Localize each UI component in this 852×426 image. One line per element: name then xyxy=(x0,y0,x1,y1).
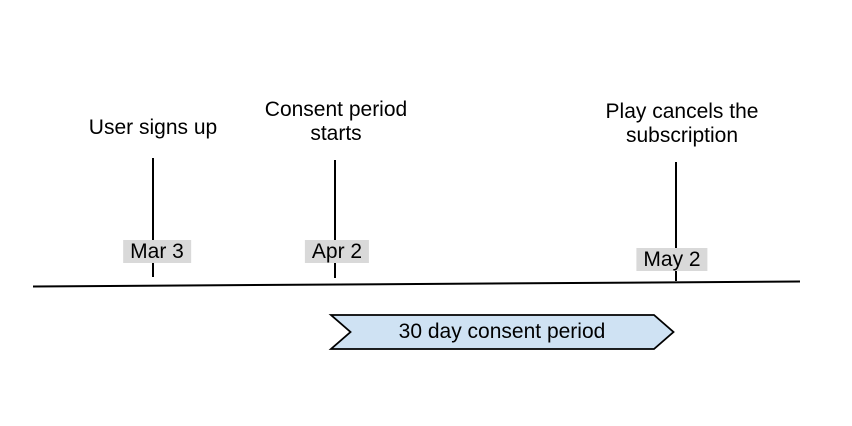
event-label-consent-period-starts: Consent period starts xyxy=(264,98,408,145)
date-chip-mar-3: Mar 3 xyxy=(123,240,191,263)
date-chip-apr-2: Apr 2 xyxy=(304,240,370,263)
event-label-play-cancels-subscription: Play cancels the subscription xyxy=(605,100,759,147)
event-label-user-signs-up: User signs up xyxy=(88,116,218,139)
consent-period-arrow-label: 30 day consent period xyxy=(398,320,606,343)
date-chip-may-2: May 2 xyxy=(636,248,708,271)
timeline-axis-line xyxy=(32,280,801,288)
event-marker-line-may-2 xyxy=(675,162,677,281)
event-marker-line-apr-2 xyxy=(334,160,336,278)
event-marker-line-mar-3 xyxy=(152,158,154,277)
consent-period-arrow-shape xyxy=(328,314,675,350)
